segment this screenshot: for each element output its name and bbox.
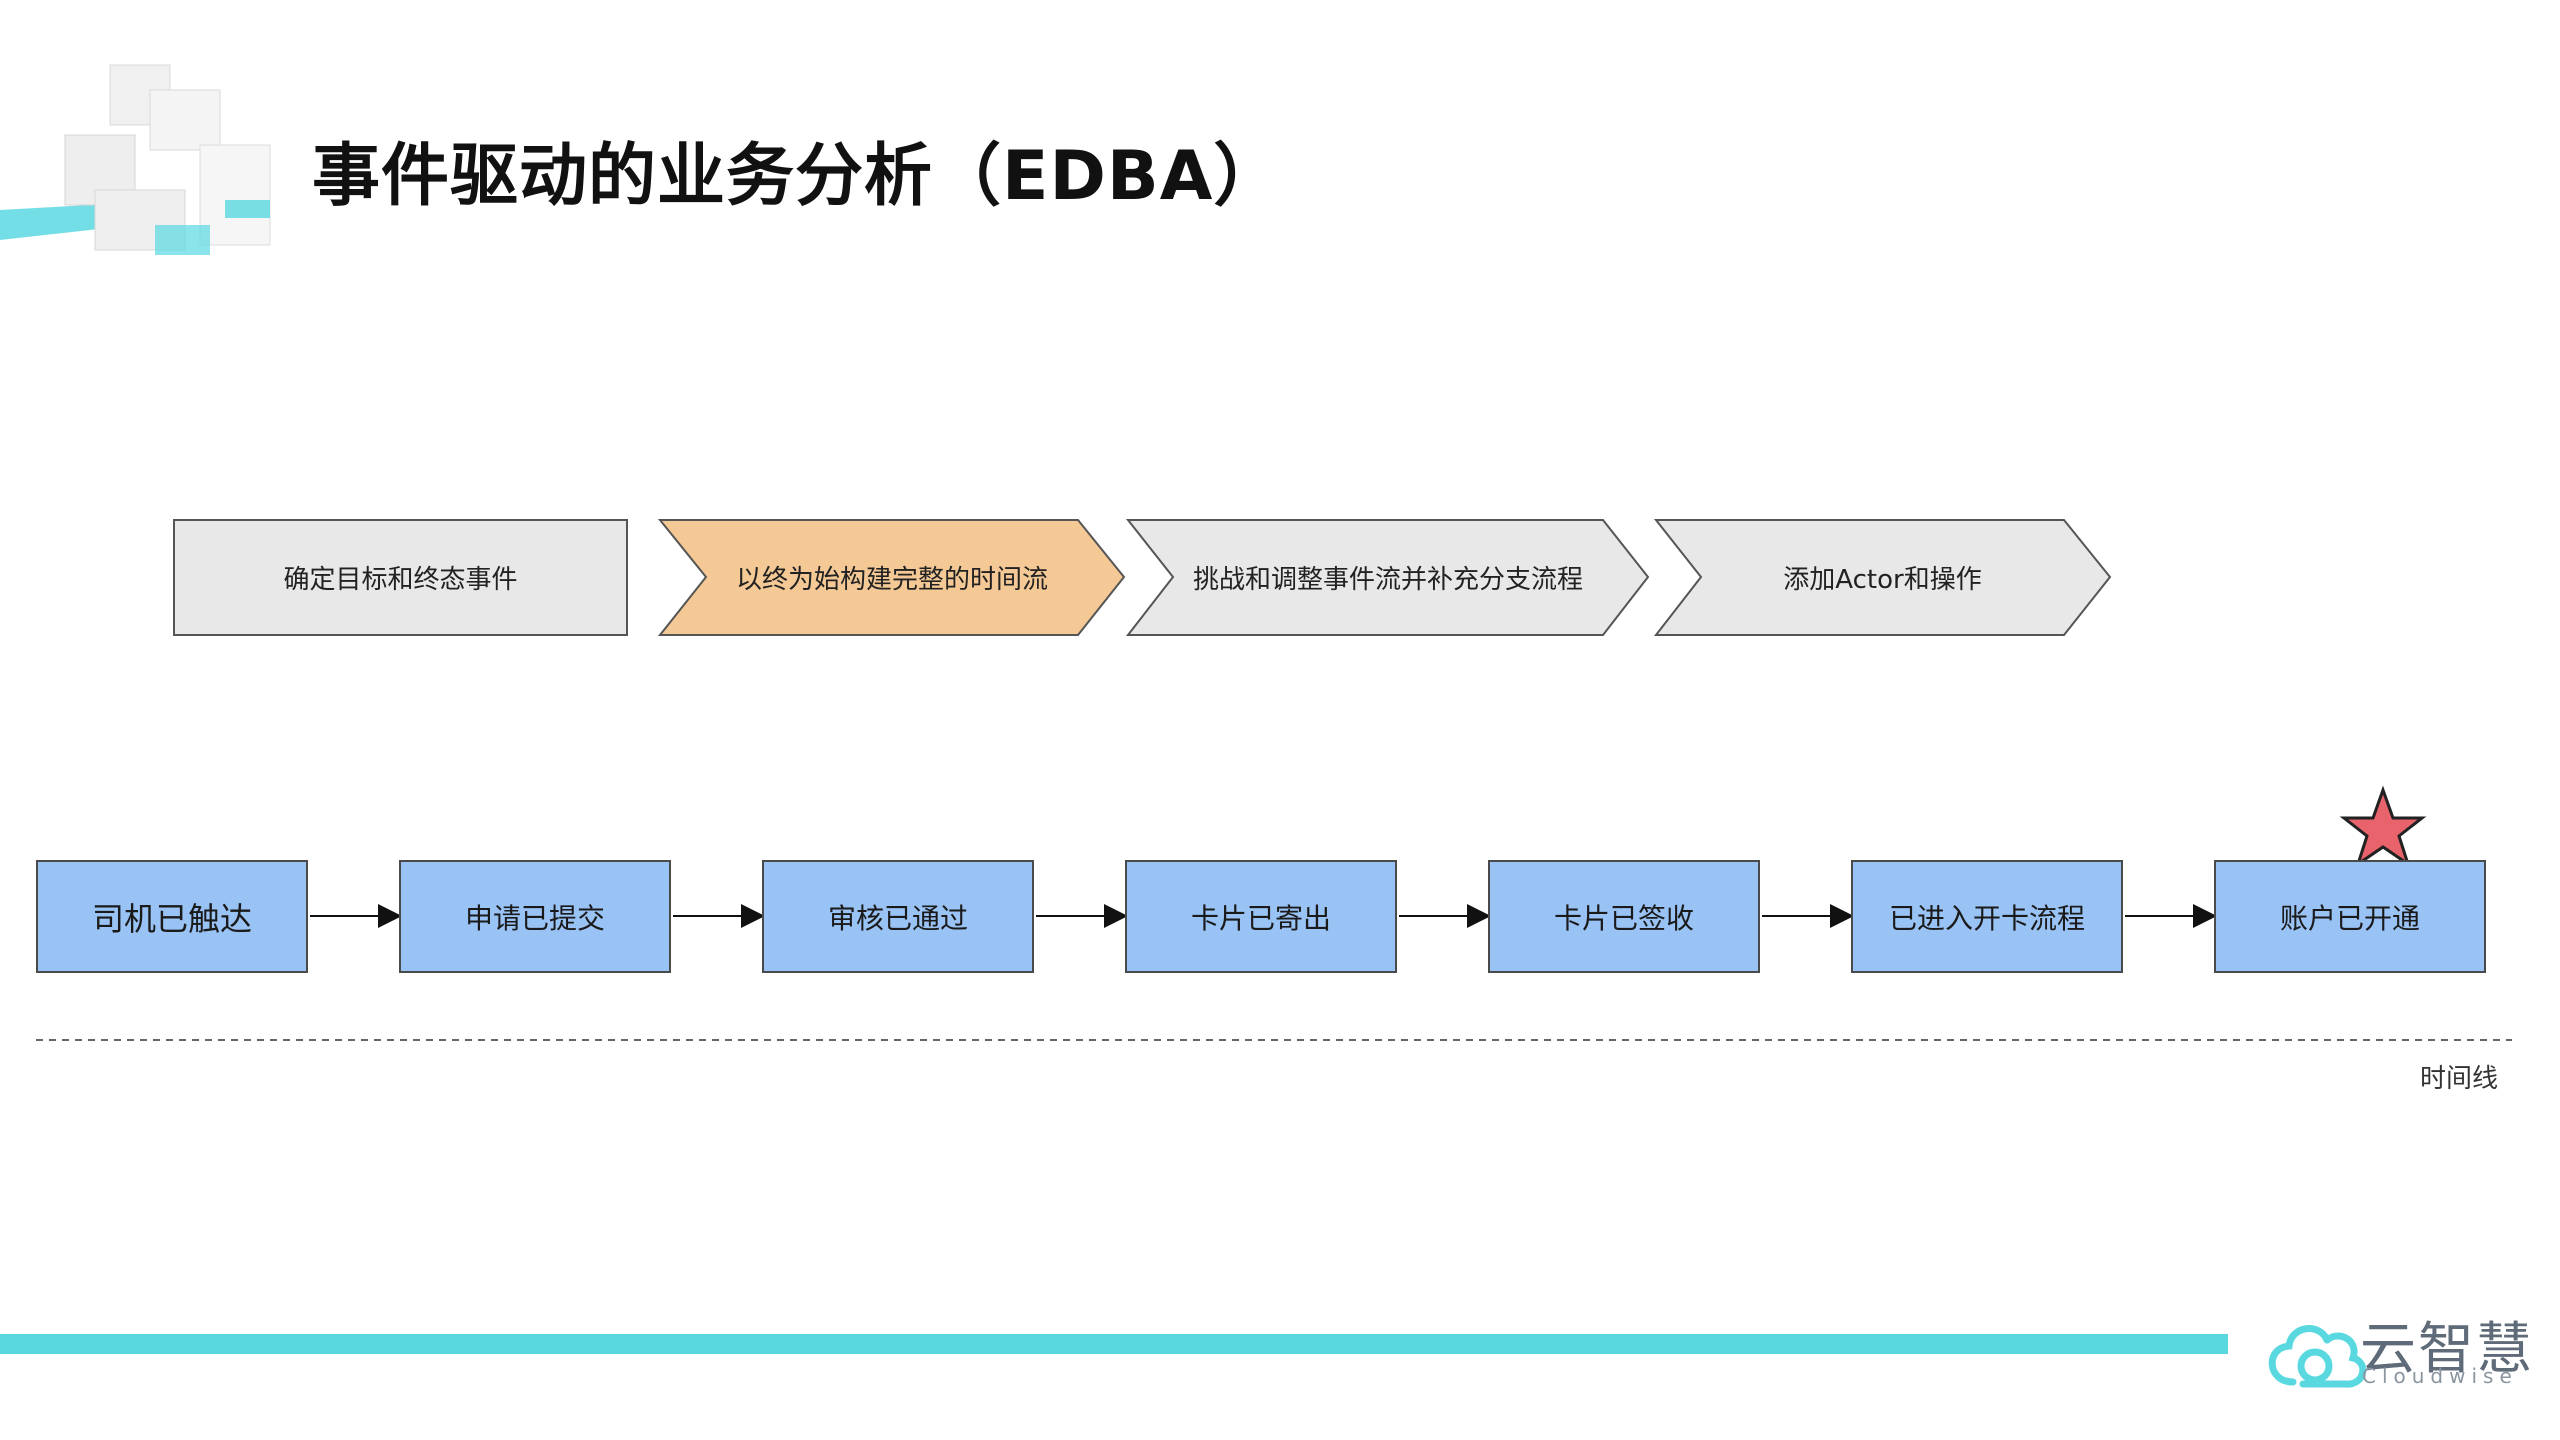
cloud-logo-icon <box>2268 1325 2367 1388</box>
event-account-opened: 账户已开通 <box>2214 860 2486 973</box>
timeline-label: 时间线 <box>2419 1064 2498 1094</box>
brand-subtitle: Cloudwise <box>2362 1364 2518 1388</box>
step-label-3: 挑战和调整事件流并补充分支流程 <box>1192 565 1583 595</box>
step-label-1: 确定目标和终态事件 <box>283 565 518 595</box>
brand-name: 云智慧 <box>2360 1317 2534 1382</box>
page-title: 事件驱动的业务分析（EDBA） <box>312 137 1283 216</box>
step-label-2: 以终为始构建完整的时间流 <box>735 565 1048 595</box>
footer-accent-bar <box>0 1334 2228 1354</box>
event-application-submitted: 申请已提交 <box>399 860 671 973</box>
event-card-sent: 卡片已寄出 <box>1125 860 1397 973</box>
event-card-received: 卡片已签收 <box>1488 860 1760 973</box>
event-review-approved: 审核已通过 <box>762 860 1034 973</box>
star-icon <box>2339 785 2427 868</box>
title-decoration <box>0 64 271 255</box>
event-activation-started: 已进入开卡流程 <box>1851 860 2123 973</box>
event-driver-reached: 司机已触达 <box>36 860 308 973</box>
step-label-4: 添加Actor和操作 <box>1783 565 1982 595</box>
